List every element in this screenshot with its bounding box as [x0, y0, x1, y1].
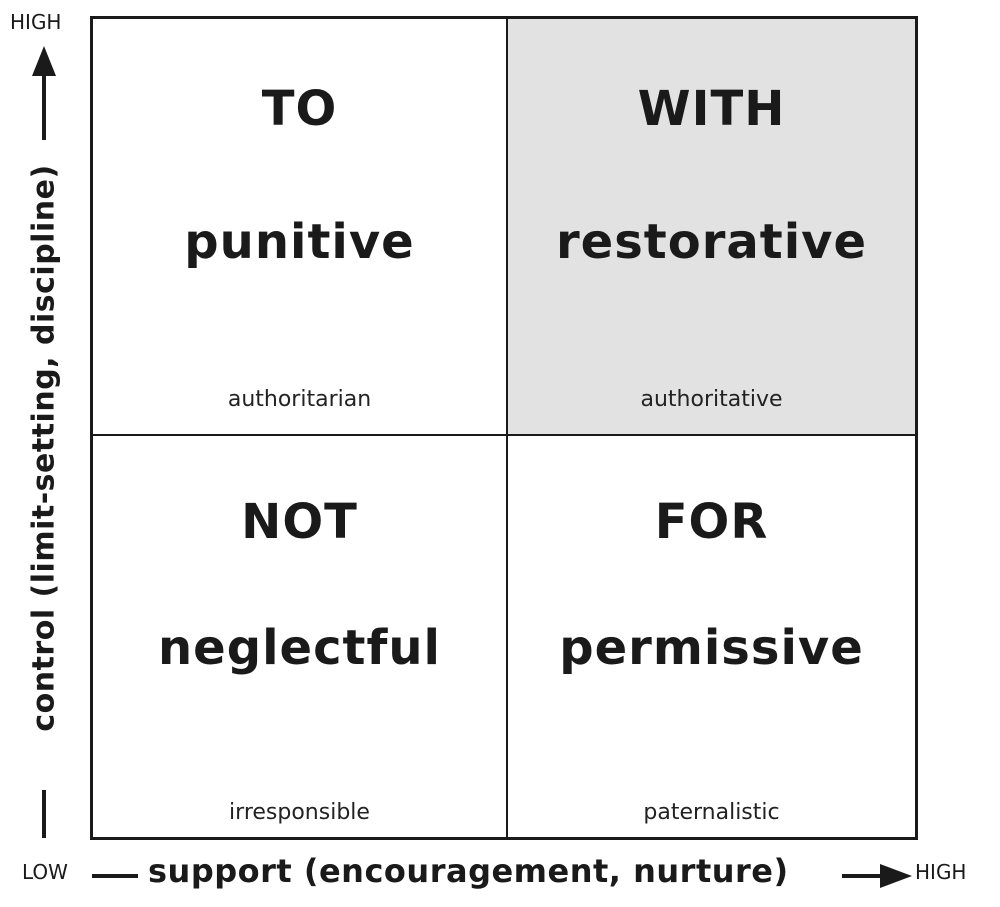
x-axis-high-label: HIGH — [915, 860, 967, 884]
quadrant-top-right: WITH restorative authoritative — [507, 19, 915, 435]
quadrant-prep-to: TO — [261, 81, 338, 137]
quadrant-main-neglectful: neglectful — [158, 620, 441, 676]
y-axis-arrowhead — [32, 46, 56, 76]
social-discipline-window: TO punitive authoritarian WITH restorati… — [90, 16, 918, 840]
y-axis-high-label: HIGH — [10, 10, 62, 34]
quadrant-prep-for: FOR — [654, 494, 769, 550]
quadrant-sub-irresponsible: irresponsible — [229, 800, 370, 825]
quadrant-bottom-left: NOT neglectful irresponsible — [93, 435, 507, 837]
quadrant-sub-paternalistic: paternalistic — [643, 800, 780, 825]
quadrant-sub-authoritarian: authoritarian — [227, 387, 372, 412]
quadrant-sub-authoritative: authoritative — [640, 387, 783, 412]
x-axis-title: support (encouragement, nurture) — [148, 852, 789, 890]
quadrant-prep-not: NOT — [241, 494, 358, 550]
quadrant-main-restorative: restorative — [555, 214, 868, 270]
x-axis-arrowhead — [880, 864, 912, 888]
quadrant-bottom-right: FOR permissive paternalistic — [507, 435, 915, 837]
quadrant-main-permissive: permissive — [559, 620, 864, 676]
y-axis-title: control (limit-setting, discipline) — [26, 164, 62, 732]
quadrant-prep-with: WITH — [637, 81, 786, 137]
quadrant-top-left: TO punitive authoritarian — [93, 19, 507, 435]
quadrant-main-punitive: punitive — [184, 214, 415, 270]
x-axis-low-label: LOW — [22, 860, 68, 884]
